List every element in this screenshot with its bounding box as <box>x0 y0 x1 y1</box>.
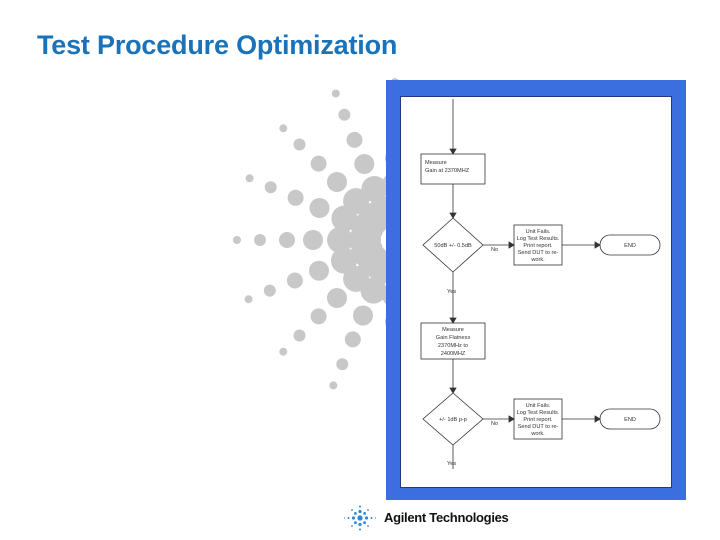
starburst-dot <box>310 155 327 172</box>
starburst-dot <box>286 272 303 289</box>
starburst-dot <box>245 174 254 183</box>
starburst-dot <box>310 308 327 325</box>
fail1-line: Print report. <box>523 243 553 249</box>
fail1-line: Send DUT to re- <box>518 250 559 256</box>
slide-title: Test Procedure Optimization <box>37 30 398 60</box>
starburst-dot <box>327 288 347 308</box>
fail2-line: Print report. <box>523 417 553 423</box>
fail1-line: Unit Fails. <box>526 229 551 235</box>
step1-line: Gain at 2370MHZ <box>425 168 470 174</box>
starburst-dot <box>338 108 351 121</box>
decision2-no: No <box>491 421 498 427</box>
decision2-label: +/- 1dB p-p <box>439 417 467 423</box>
fail1-line: Log Test Results. <box>517 236 560 242</box>
starburst-dot <box>354 154 375 174</box>
starburst-dot <box>264 181 277 194</box>
end-terminator-1 <box>599 234 661 256</box>
starburst-dot <box>331 247 357 274</box>
starburst-dot <box>309 260 329 281</box>
starburst-dot <box>327 172 347 192</box>
starburst-dot <box>353 305 373 326</box>
starburst-dot <box>293 138 306 151</box>
fail1-line: work. <box>530 257 545 263</box>
starburst-dot <box>279 124 288 133</box>
starburst-dot <box>309 198 330 218</box>
starburst-dot <box>331 205 358 232</box>
starburst-dot <box>331 89 340 98</box>
step1-line: Measure <box>425 160 447 166</box>
step2-line: Gain Flatness <box>436 335 471 341</box>
arrow-head <box>449 148 457 155</box>
footer-logo: Agilent Technologies <box>342 503 532 533</box>
starburst-dot <box>279 347 288 356</box>
decision1-yes: Yes <box>447 289 456 295</box>
starburst-dot <box>361 176 388 202</box>
decision2-yes: Yes <box>447 461 456 467</box>
logo-text: Agilent Technologies <box>384 510 509 525</box>
end-terminator-2 <box>599 408 661 430</box>
step2-line: 2400MHZ <box>441 351 466 357</box>
starburst-dot <box>254 234 266 246</box>
decision1-label: 50dB +/- 0.5dB <box>434 243 472 249</box>
starburst-dot <box>233 236 241 244</box>
fail2-line: work. <box>530 431 545 437</box>
starburst-dot <box>279 232 295 248</box>
starburst-dot <box>327 227 353 253</box>
end2-label: END <box>624 417 636 423</box>
starburst-dot <box>303 230 323 250</box>
starburst-dot <box>263 284 276 297</box>
starburst-dot <box>329 381 338 390</box>
starburst-dot <box>346 131 363 148</box>
starburst-dot <box>293 329 306 342</box>
step2-line: Measure <box>442 327 464 333</box>
starburst-dot <box>244 295 253 304</box>
fail2-line: Unit Fails. <box>526 403 551 409</box>
starburst-dot <box>344 331 361 348</box>
agilent-spark-icon <box>343 505 377 531</box>
end1-label: END <box>624 243 636 249</box>
starburst-dot <box>360 277 387 304</box>
flowchart-paper: Measure Gain at 2370MHZ 50dB +/- 0.5dB N… <box>400 96 672 488</box>
starburst-dot <box>287 189 304 206</box>
fail2-line: Send DUT to re- <box>518 424 559 430</box>
decision1-no: No <box>491 247 498 253</box>
flowchart: Measure Gain at 2370MHZ 50dB +/- 0.5dB N… <box>420 99 661 469</box>
step2-line: 2370MHz to <box>438 343 468 349</box>
flowchart-frame: Measure Gain at 2370MHZ 50dB +/- 0.5dB N… <box>386 80 686 500</box>
starburst-dot <box>336 358 349 371</box>
fail2-line: Log Test Results. <box>517 410 560 416</box>
